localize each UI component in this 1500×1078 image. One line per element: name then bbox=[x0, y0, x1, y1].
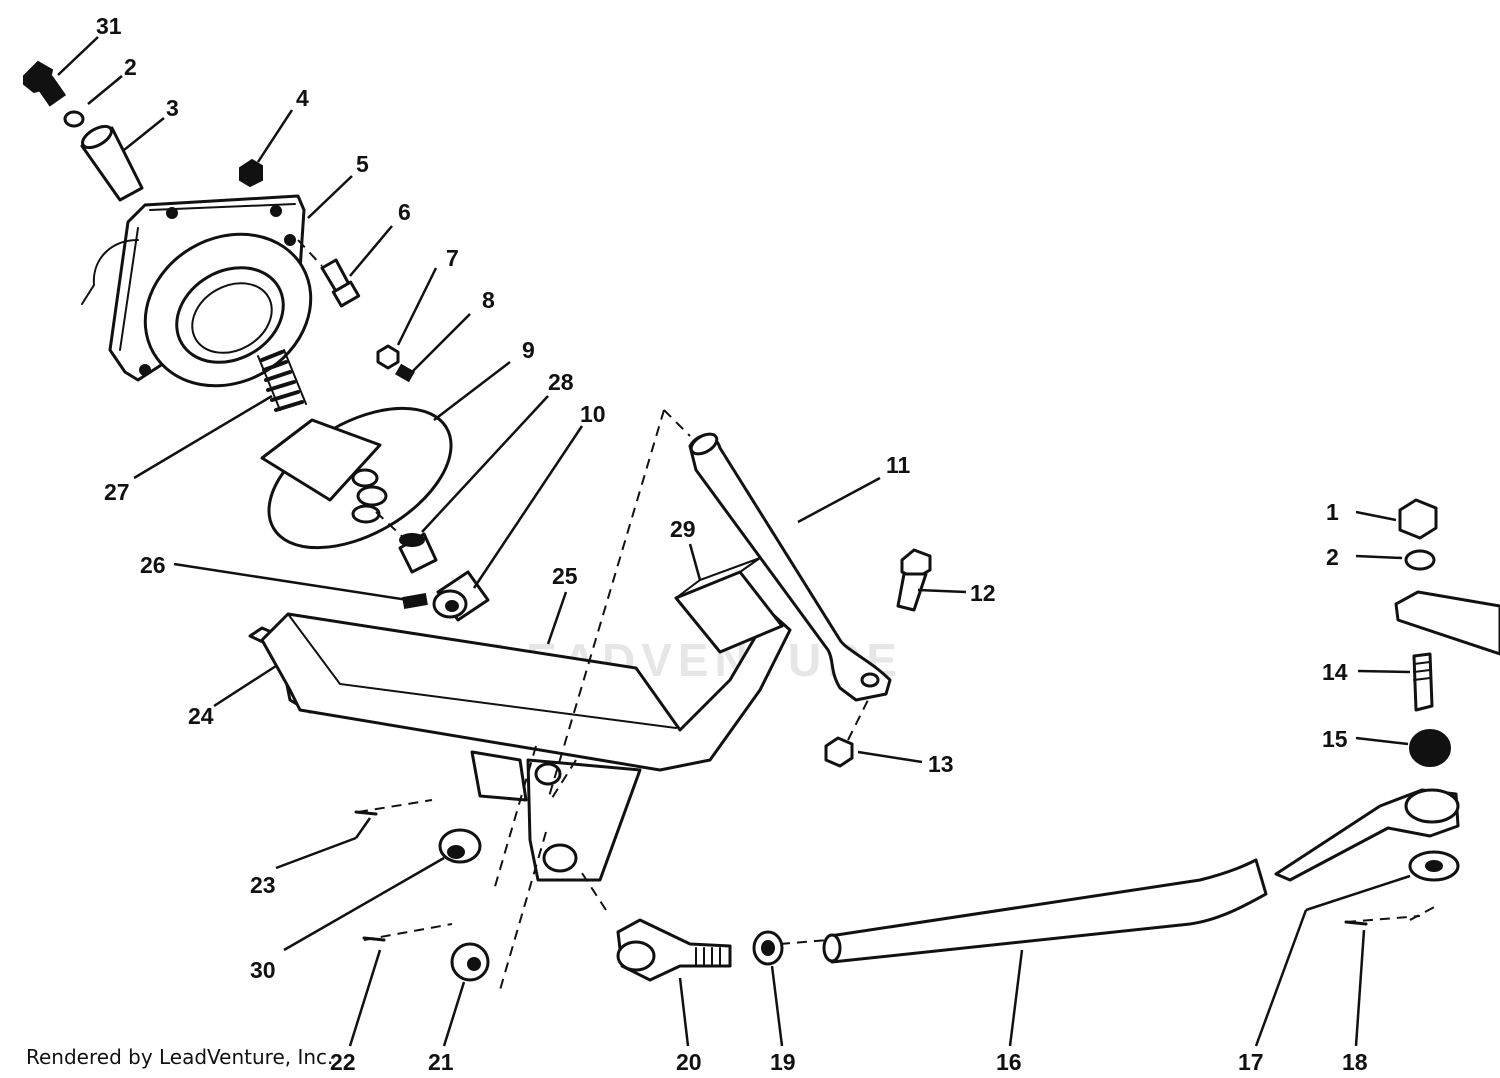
part-16-rod bbox=[822, 858, 1268, 964]
part-11-rod bbox=[688, 432, 892, 702]
callout-14: 14 bbox=[1322, 659, 1348, 685]
callout-26: 26 bbox=[140, 552, 166, 578]
callout-16: 16 bbox=[996, 1049, 1022, 1075]
callout-15: 15 bbox=[1322, 726, 1348, 752]
part-6-bolt bbox=[320, 258, 361, 308]
part-12-bolt bbox=[896, 548, 932, 612]
part-3-spacer-tube bbox=[80, 124, 144, 202]
callout-2-right: 2 bbox=[1326, 544, 1339, 570]
part-1-nut bbox=[1398, 498, 1438, 540]
callout-20: 20 bbox=[676, 1049, 702, 1075]
callout-10: 10 bbox=[580, 401, 606, 427]
callout-labels: 31 2 3 4 5 6 7 8 9 28 10 27 26 25 29 24 … bbox=[96, 13, 1368, 1075]
callout-5: 5 bbox=[356, 151, 369, 177]
part-7-nut bbox=[376, 344, 400, 370]
callout-21: 21 bbox=[428, 1049, 454, 1075]
part-26-set-screw bbox=[402, 593, 428, 609]
callout-29: 29 bbox=[670, 516, 696, 542]
callout-25: 25 bbox=[552, 563, 578, 589]
part-30-bushing bbox=[438, 828, 482, 864]
callout-13: 13 bbox=[928, 751, 954, 777]
callout-1: 1 bbox=[1326, 499, 1339, 525]
part-20-rod-end bbox=[616, 918, 732, 982]
part-14-stud bbox=[1412, 652, 1434, 712]
callout-11: 11 bbox=[886, 452, 911, 478]
part-2-washer-top bbox=[63, 110, 85, 128]
callout-18: 18 bbox=[1342, 1049, 1368, 1075]
credit-text: Rendered by LeadVenture, Inc. bbox=[26, 1045, 334, 1069]
part-21-castle-nut bbox=[450, 942, 490, 982]
callout-7: 7 bbox=[446, 245, 459, 271]
part-2-washer-right bbox=[1404, 549, 1436, 571]
part-23-cotter-pin bbox=[354, 810, 378, 816]
callout-28: 28 bbox=[548, 369, 574, 395]
part-9-disc bbox=[260, 406, 453, 550]
part-29-pedal-pad bbox=[674, 557, 784, 654]
leader-lines bbox=[57, 36, 1411, 1047]
callout-2-top: 2 bbox=[124, 54, 137, 80]
callout-12: 12 bbox=[970, 580, 996, 606]
callout-19: 19 bbox=[770, 1049, 796, 1075]
part-25-pedal-plate bbox=[260, 610, 792, 882]
callout-27: 27 bbox=[104, 479, 130, 505]
part-13-nut bbox=[824, 736, 854, 768]
part-22-cotter-pin bbox=[362, 936, 386, 942]
callout-17: 17 bbox=[1238, 1049, 1264, 1075]
part-27-spring bbox=[257, 349, 307, 412]
part-15-bushing bbox=[1409, 729, 1451, 767]
callout-3: 3 bbox=[166, 95, 179, 121]
callout-23: 23 bbox=[250, 872, 276, 898]
callout-24: 24 bbox=[188, 703, 214, 729]
part-28-bushing bbox=[398, 532, 438, 574]
callout-30: 30 bbox=[250, 957, 276, 983]
callout-9: 9 bbox=[522, 337, 535, 363]
part-19-nut bbox=[752, 930, 784, 966]
part-4-nut-top bbox=[239, 158, 263, 188]
callout-8: 8 bbox=[482, 287, 495, 313]
callout-31: 31 bbox=[96, 13, 122, 39]
callout-4: 4 bbox=[296, 85, 309, 111]
callout-22: 22 bbox=[330, 1049, 356, 1075]
callout-6: 6 bbox=[398, 199, 411, 225]
part-31-bolt bbox=[23, 60, 67, 107]
part-8-screw bbox=[395, 363, 415, 383]
part-18-cotter-pin bbox=[1344, 920, 1368, 926]
part-17-arm bbox=[1274, 788, 1460, 882]
part-5-clutch-assembly bbox=[81, 194, 313, 388]
link-plate bbox=[1394, 590, 1500, 656]
